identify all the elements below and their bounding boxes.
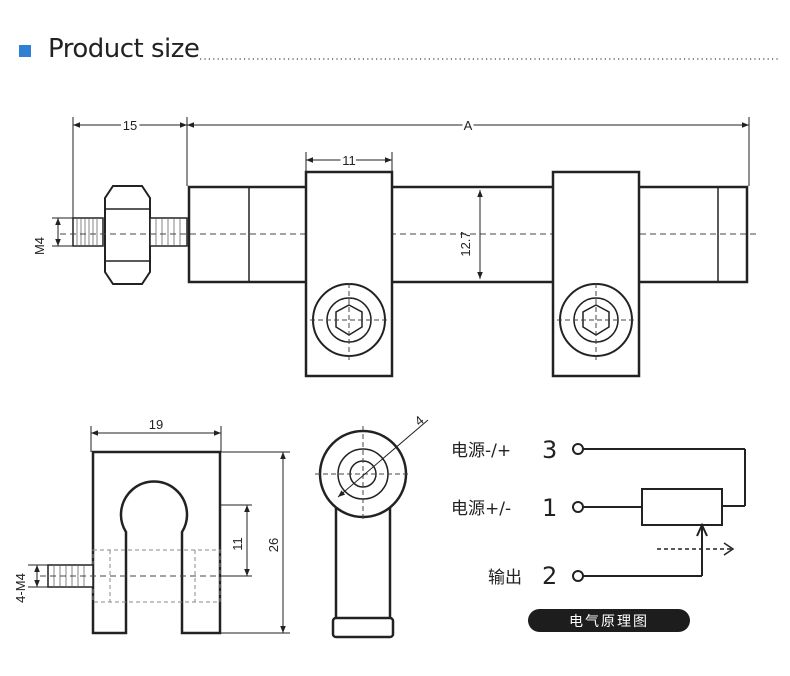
terminal-3-label: 电源-/+ xyxy=(451,441,511,461)
dim-19-label: 19 xyxy=(149,417,163,432)
terminal-3-number: 3 xyxy=(542,436,557,464)
dim-11-slot-label: 11 xyxy=(230,537,245,551)
circuit-diagram: 电源-/+ 3 电源+/- 1 输出 2 电气原理图 xyxy=(451,436,746,632)
dim-15-label: 15 xyxy=(123,118,137,133)
terminal-2-number: 2 xyxy=(542,562,557,590)
header-square-icon xyxy=(19,45,31,57)
section-header: Product size xyxy=(0,0,790,80)
terminal-3-node xyxy=(572,443,584,455)
schematic-badge xyxy=(528,609,690,632)
terminal-1-number: 1 xyxy=(542,494,557,522)
dim-12-7-label: 12.7 xyxy=(458,231,473,256)
terminal-2-node xyxy=(572,570,584,582)
terminal-2-label: 输出 xyxy=(488,568,522,588)
side-view: 15 A M4 xyxy=(32,115,760,378)
dim-4-m4-label: 4-M4 xyxy=(13,573,28,603)
dim-26-label: 26 xyxy=(266,538,281,552)
terminal-1-node xyxy=(572,501,584,513)
dim-11-top-label: 11 xyxy=(342,153,356,168)
schematic-badge-label: 电气原理图 xyxy=(569,614,649,630)
resistor-symbol xyxy=(641,488,723,526)
dim-a-label: A xyxy=(464,118,473,133)
dim-hole-label: 4 xyxy=(412,412,427,428)
dim-m4-label: M4 xyxy=(32,237,47,255)
section-title: Product size xyxy=(48,34,200,64)
end-view: 19 4-M4 11 xyxy=(13,417,290,635)
rod-end-view: 4 xyxy=(315,412,429,639)
terminal-1-label: 电源+/- xyxy=(451,499,511,519)
